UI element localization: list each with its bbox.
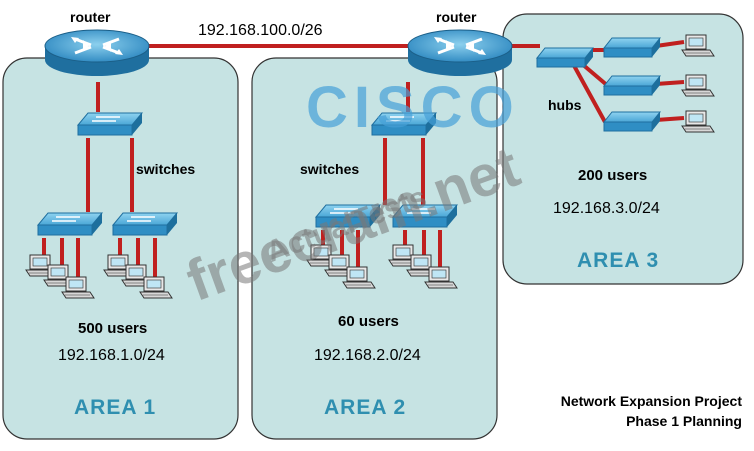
hub-icon — [603, 37, 661, 58]
router-left-label: router — [70, 9, 111, 25]
router-right-icon — [406, 28, 514, 78]
area2-box — [251, 57, 498, 440]
switch-icon — [37, 212, 103, 236]
project-phase: Phase 1 Planning — [626, 413, 742, 429]
router-right-label: router — [436, 9, 477, 25]
area1-title: AREA 1 — [74, 396, 157, 419]
area2-subnet: 192.168.2.0/24 — [314, 347, 421, 364]
router-left-icon — [43, 28, 151, 78]
project-title: Network Expansion Project — [560, 393, 742, 409]
switches-label-area1: switches — [136, 161, 196, 177]
wan-subnet-label: 192.168.100.0/26 — [198, 22, 323, 39]
area2-users: 60 users — [338, 313, 399, 330]
cisco-watermark: CISCO — [306, 75, 520, 140]
hub-icon — [603, 75, 661, 96]
switch-icon — [112, 212, 178, 236]
area3-title: AREA 3 — [577, 249, 660, 272]
switches-label-area2: switches — [300, 161, 360, 177]
hub-icon — [603, 111, 661, 132]
switch-icon — [77, 112, 143, 136]
project-title-block: Network Expansion Project Phase 1 Planni… — [561, 391, 742, 431]
hub-icon — [536, 47, 594, 68]
area3-users: 200 users — [578, 167, 648, 184]
area1-subnet: 192.168.1.0/24 — [58, 347, 165, 364]
area1-users: 500 users — [78, 320, 148, 337]
area3-subnet: 192.168.3.0/24 — [553, 200, 660, 217]
hubs-label: hubs — [548, 97, 582, 113]
area2-title: AREA 2 — [324, 396, 407, 419]
